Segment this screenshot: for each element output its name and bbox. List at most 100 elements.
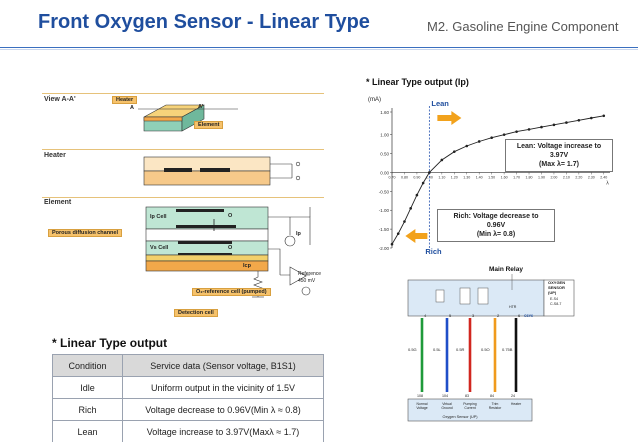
reference-source	[301, 286, 311, 296]
element-tag: Element	[194, 121, 224, 129]
ip-electrode-bottom	[176, 225, 236, 228]
data-point	[602, 114, 606, 118]
ip-output-chart: (mA)1.601.000.500.00-0.50-1.00-1.50-2.00…	[368, 97, 610, 256]
heater-coil-left	[164, 168, 192, 172]
view-section-label: View A-A'	[44, 96, 76, 103]
function-label: Virtual	[442, 402, 452, 406]
x-tick-label: 1.80	[526, 175, 533, 179]
heater-fuse-label: HTR	[509, 305, 517, 309]
y-tick-label: 0.50	[380, 152, 389, 157]
top-pin-label: 5	[449, 313, 452, 318]
wire-size-label: 0.5O	[481, 347, 490, 352]
data-point	[590, 116, 593, 120]
bottom-pin-label: 24	[511, 394, 515, 398]
data-point	[515, 130, 518, 133]
lean-callout-line3: (Max λ= 1.7)	[539, 161, 579, 168]
x-tick-label: 1.40	[476, 175, 483, 179]
divider-top	[42, 93, 324, 94]
y-tick-label: 1.00	[380, 133, 389, 138]
sensor-connector-box	[543, 279, 575, 317]
function-label: Normal	[417, 402, 428, 406]
header-divider	[0, 47, 638, 48]
wire-size-label: 0.5L	[433, 347, 442, 352]
detection-cell-tag: Detection cell	[174, 309, 218, 317]
function-label: Trim	[492, 402, 499, 406]
data-point	[565, 121, 568, 124]
data-point	[440, 158, 444, 162]
porous-diffusion-tag: Porous diffusion channel	[48, 229, 123, 237]
lean-word: Lean	[431, 99, 449, 108]
x-tick-label: 2.40	[600, 175, 607, 179]
heater-illustration	[143, 156, 301, 186]
heater-terminal-top	[295, 161, 301, 167]
header-condition: Condition	[52, 354, 123, 377]
function-label: Current	[464, 406, 475, 410]
bottom-pin-label: 104	[442, 394, 448, 398]
x-tick-label: 1.90	[538, 175, 545, 179]
y-tick-label: 1.60	[380, 110, 389, 115]
data-point	[477, 140, 481, 143]
row-condition: Lean	[52, 420, 123, 442]
top-pin-label: 4	[424, 313, 427, 318]
heater-body-bottom	[143, 170, 271, 186]
sensor-label: OXYGEN	[548, 280, 565, 285]
reference-value: 450 mV	[298, 278, 316, 284]
rich-callout-line3: (Min λ= 0.8)	[476, 231, 516, 238]
element-cross-section	[145, 206, 311, 298]
header-divider-light	[0, 49, 638, 50]
divider-element	[42, 197, 324, 198]
lean-callout-line2: 3.97V	[549, 152, 569, 159]
bottom-pin-label: 83	[465, 394, 469, 398]
o2-reference-tag: O₂-reference cell (pumped)	[192, 288, 271, 296]
lean-callout-line1: Lean: Voltage increase to	[516, 143, 602, 150]
data-point	[403, 220, 406, 223]
y-tick-label: -2.00	[379, 246, 390, 251]
row-value: Voltage decrease to 0.96V(Min λ ≈ 0.8)	[122, 398, 324, 421]
x-tick-label: 0.80	[401, 175, 408, 179]
top-pin-label: 6	[518, 313, 521, 318]
heater-terminal-bottom	[295, 175, 301, 181]
sensor-cell-a	[435, 289, 445, 303]
data-point	[396, 232, 400, 235]
cross-section-diagram: View A-A' Heater A A' Element Heater Ele…	[42, 93, 324, 323]
diffusion-gap	[145, 228, 269, 242]
data-point	[428, 171, 431, 174]
y-tick-label: -1.00	[379, 208, 390, 213]
function-label: Ground	[441, 406, 452, 410]
main-relay-label: Main Relay	[489, 266, 523, 273]
data-point	[415, 193, 419, 197]
ip-cell-label: Ip Cell	[150, 214, 167, 220]
y-tick-label: -1.50	[379, 227, 390, 232]
lean-arrow	[437, 111, 462, 125]
ip-electrode-top	[176, 209, 224, 212]
heater-section-label: Heater	[44, 152, 66, 159]
heater-lead	[270, 163, 293, 179]
o-mark-a: O	[228, 213, 233, 219]
x-tick-label: 2.20	[575, 175, 582, 179]
x-tick-label: 1.20	[451, 175, 458, 179]
block-heater-strip	[143, 116, 183, 122]
icp-label: Icp	[243, 263, 251, 269]
wiring-diagram: OXYGENSENSOR(UP)E-S4C-S8-7HTR40.5G10850.…	[407, 274, 575, 422]
page-title: Front Oxygen Sensor - Linear Type	[38, 11, 370, 33]
o-mark-b: O	[228, 245, 233, 251]
rich-callout-line1: Rich: Voltage decrease to	[453, 213, 539, 220]
linear-output-title: * Linear Type output	[52, 336, 168, 350]
function-label: Resistor	[489, 406, 502, 410]
lean-callout: Lean: Voltage increase to 3.97V (Max λ= …	[505, 139, 613, 172]
heater-coil-right	[200, 168, 230, 172]
top-pin-code: C6Y6	[524, 314, 533, 318]
bottom-pin-label: 84	[490, 394, 494, 398]
element-block-illustration	[138, 104, 238, 132]
data-point	[465, 144, 469, 148]
top-pin-label: 2	[497, 313, 500, 318]
data-point	[552, 123, 556, 127]
header-service-data: Service data (Sensor voltage, B1S1)	[122, 354, 324, 377]
reference-label: Reference	[298, 271, 322, 277]
table-header-row: Condition Service data (Sensor voltage, …	[52, 354, 324, 377]
x-tick-label: 1.70	[513, 175, 520, 179]
data-point	[421, 181, 425, 185]
divider-heater	[42, 149, 324, 150]
vs-cell-label: Vs Cell	[150, 245, 169, 251]
row-condition: Rich	[52, 398, 123, 421]
